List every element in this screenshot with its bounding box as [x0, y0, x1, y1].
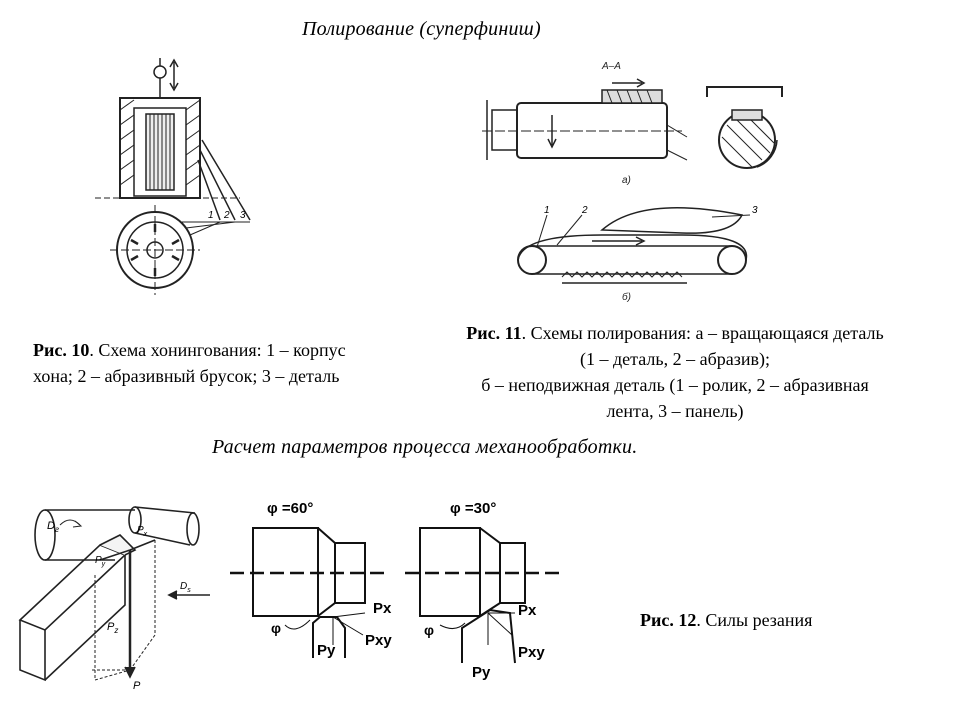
fig10-caption-line2: хона; 2 – абразивный брусок; 3 – деталь	[33, 366, 340, 386]
phi60-Py: Py	[317, 642, 336, 659]
label-Ds: D	[180, 581, 187, 592]
label-Py-3d: P	[95, 555, 102, 566]
phi60-Pxy: Pxy	[365, 632, 392, 649]
page-title: Полирование (суперфиниш)	[302, 18, 541, 40]
svg-text:Ds: Ds	[180, 581, 191, 594]
fig12-caption-text: . Силы резания	[696, 610, 813, 630]
phi60-phi: φ	[271, 620, 281, 636]
label-Pz-3d: P	[107, 621, 115, 633]
fig10-caption-num: Рис. 10	[33, 340, 90, 360]
fig12-caption: Рис. 12. Силы резания	[640, 607, 812, 633]
fig11-part-2: 2	[581, 205, 588, 216]
cutting-forces-phi30-figure: φ =30° Px Pxy Py φ	[405, 500, 560, 681]
fig11-caption-num: Рис. 11	[466, 323, 522, 343]
fig10-label-3: 3	[240, 210, 246, 221]
fig10-label-1: 1	[208, 210, 214, 221]
phi30-Pxy: Pxy	[518, 644, 545, 661]
label-Py-3d-sub: y	[101, 561, 106, 568]
phi30-Py: Py	[472, 664, 491, 681]
svg-text:Py: Py	[95, 555, 106, 568]
fig11-label-b: б)	[622, 291, 631, 303]
label-Px-3d: P	[137, 525, 144, 536]
fig11-section-label: А–А	[601, 61, 621, 72]
svg-text:Dг: Dг	[47, 520, 59, 534]
section-title: Расчет параметров процесса механообработ…	[212, 436, 638, 458]
label-Dr-sub: г	[55, 525, 59, 534]
label-Px-3d-sub: x	[143, 531, 148, 538]
svg-text:Pz: Pz	[107, 621, 118, 635]
fig11-caption-line2: (1 – деталь, 2 – абразив);	[580, 349, 770, 369]
phi60-Px: Px	[373, 600, 392, 617]
label-Dr: D	[47, 520, 55, 532]
phi60-label: φ =60°	[267, 500, 313, 517]
fig11-caption: Рис. 11. Схемы полирования: а – вращающа…	[425, 320, 925, 424]
label-Ds-sub: s	[187, 587, 191, 594]
polishing-scheme-figure: А–А а) б) 1 2 3	[482, 61, 783, 303]
fig10-caption-text: . Схема хонингования: 1 – корпус	[89, 340, 346, 360]
fig10-label-2: 2	[223, 210, 230, 221]
fig11-part-3: 3	[752, 205, 758, 216]
cutting-forces-phi60-figure: φ =60° Px Pxy Py φ	[230, 500, 392, 659]
fig12-caption-num: Рис. 12	[640, 610, 697, 630]
phi30-Px: Px	[518, 602, 537, 619]
fig10-caption: Рис. 10. Схема хонингования: 1 – корпус …	[33, 337, 413, 389]
fig11-part-1: 1	[544, 205, 550, 216]
fig11-caption-line3: б – неподвижная деталь (1 – ролик, 2 – а…	[481, 375, 869, 395]
cutting-forces-3d-figure: Dг Px Py Pz Ds P	[18, 506, 210, 692]
label-Pz-3d-sub: z	[113, 626, 118, 635]
fig11-label-a: а)	[622, 175, 631, 186]
label-P-3d: P	[133, 680, 141, 692]
phi30-phi: φ	[424, 622, 434, 638]
fig11-caption-line1: . Схемы полирования: а – вращающаяся дет…	[521, 323, 884, 343]
phi30-label: φ =30°	[450, 500, 496, 517]
svg-text:Px: Px	[137, 525, 148, 538]
fig11-caption-line4: лента, 3 – панель)	[606, 401, 744, 421]
honing-scheme-figure: 1 2 3	[95, 58, 251, 295]
